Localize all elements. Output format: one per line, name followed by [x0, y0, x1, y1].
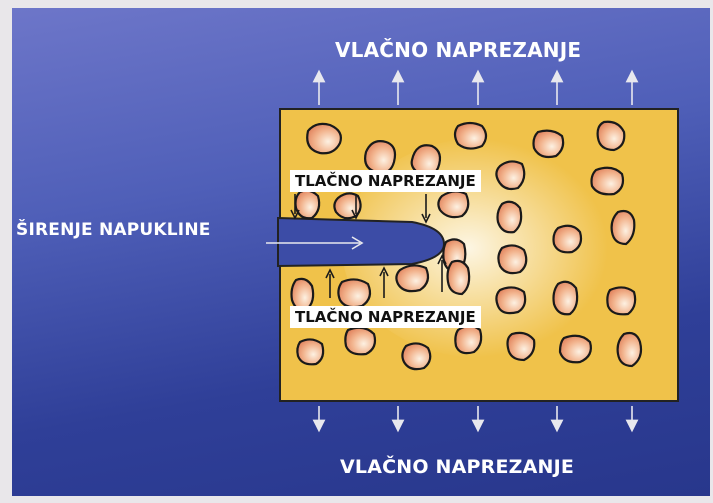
particle [554, 226, 582, 253]
particle [448, 261, 470, 294]
crack-diagram [12, 8, 710, 496]
particle [554, 282, 578, 315]
compressive-stress-label-upper: TLAČNO NAPREZANJE [290, 170, 481, 192]
particle [534, 131, 564, 157]
particle [496, 287, 525, 313]
particle [618, 333, 641, 366]
particle [438, 191, 468, 217]
crack-propagation-label: ŠIRENJE NAPUKLINE [16, 220, 211, 240]
tensile-arrows-bottom [319, 406, 632, 426]
particle [598, 122, 625, 150]
compressive-stress-label-lower: TLAČNO NAPREZANJE [290, 306, 481, 328]
particle [365, 141, 395, 173]
particle [508, 333, 535, 360]
particle [396, 265, 428, 291]
particle [612, 211, 635, 244]
tensile-stress-label-top: VLAČNO NAPREZANJE [335, 38, 581, 62]
particle [402, 343, 430, 369]
diagram-panel: VLAČNO NAPREZANJE VLAČNO NAPREZANJE ŠIRE… [12, 8, 710, 496]
particle [607, 287, 635, 314]
particle [592, 168, 624, 195]
particle [307, 124, 341, 153]
particle [560, 336, 591, 363]
particle [455, 326, 481, 353]
particle [498, 202, 522, 233]
particle [455, 123, 486, 149]
particle [297, 339, 323, 364]
particle [498, 245, 526, 273]
particle [496, 161, 524, 189]
particle [338, 279, 370, 307]
particle [296, 191, 320, 219]
tensile-arrows-top [319, 76, 632, 105]
particle [345, 328, 375, 355]
tensile-stress-label-bottom: VLAČNO NAPREZANJE [340, 456, 574, 478]
